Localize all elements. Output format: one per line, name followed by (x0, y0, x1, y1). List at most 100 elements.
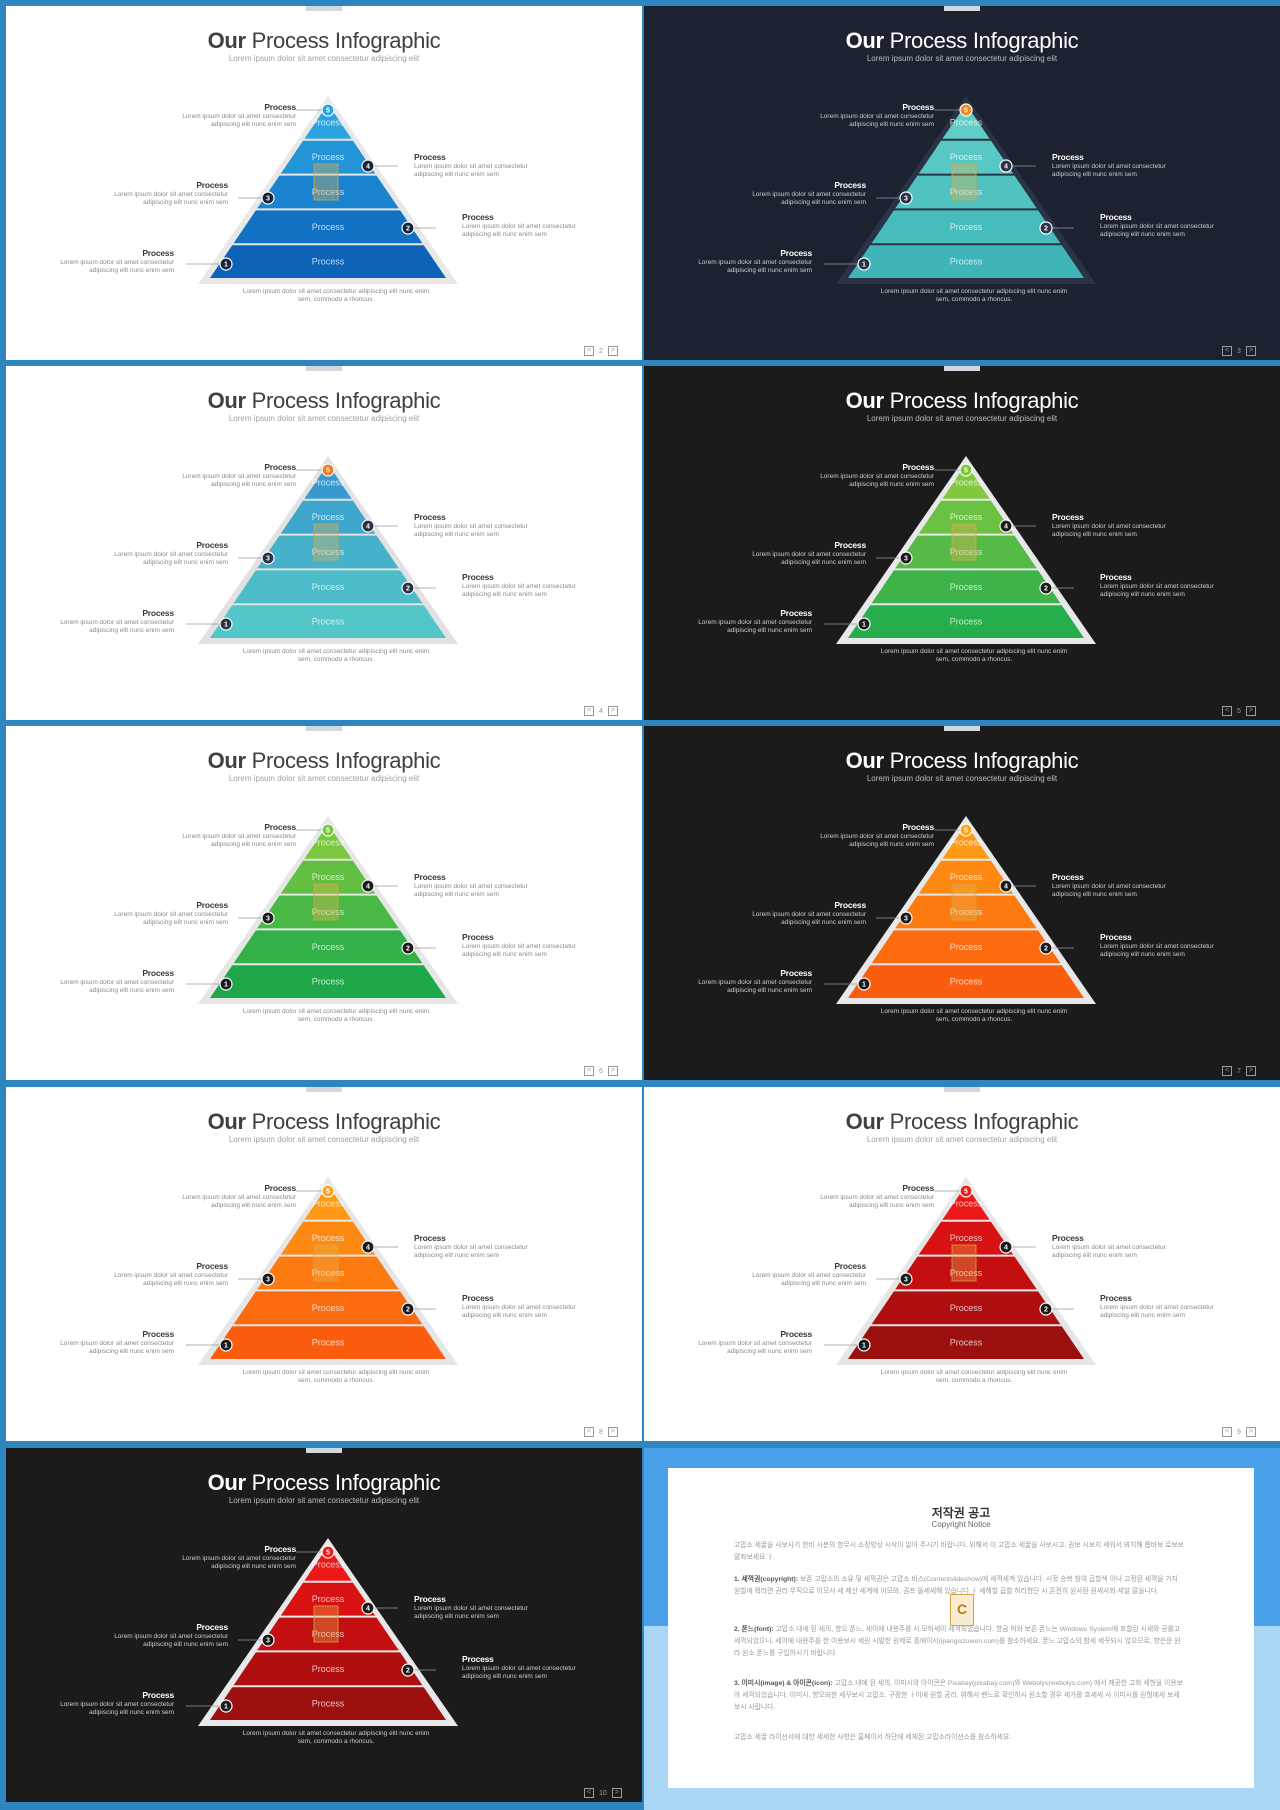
layer-label: Process (950, 257, 983, 267)
pyramid-layer (895, 1256, 1037, 1290)
process-slide: Our Process Infographic Lorem ipsum dolo… (6, 6, 642, 360)
layer-label: Process (950, 187, 983, 197)
callout-label: Process (196, 540, 228, 550)
step-number: 5 (326, 828, 330, 835)
title-bold: Our (845, 1109, 885, 1134)
callout-line-1: Lorem ipsum dolor sit amet consectetur (462, 943, 576, 950)
step-number-dot (899, 911, 913, 925)
callout-line-1: Lorem ipsum dolor sit amet consectetur (114, 1272, 228, 1279)
step-number-dot (401, 581, 415, 595)
pyramid-layer (210, 605, 446, 638)
step-number: 2 (406, 1307, 410, 1314)
slide-navigation: <8 > (584, 1427, 618, 1437)
pyramid-layer (257, 1256, 399, 1290)
process-slide: Our Process Infographic Lorem ipsum dolo… (6, 1448, 642, 1802)
callout-line-1: Lorem ipsum dolor sit amet consectetur (414, 163, 528, 170)
title-bold: Our (207, 748, 247, 773)
step-number-dot (401, 1302, 415, 1316)
step-number-dot (361, 159, 375, 173)
prev-slide-button[interactable]: < (584, 1066, 594, 1076)
bottom-caption: Lorem ipsum dolor sit amet consectetur a… (864, 648, 1084, 664)
callout-line-2: adipiscing elit nunc enim sem (781, 919, 866, 926)
section-3-heading: 3. 이미시(image) & 아이콘(icon): (734, 1680, 833, 1687)
next-slide-button[interactable]: > (1245, 1427, 1256, 1437)
callout-line-1: Lorem ipsum dolor sit amet consectetur (1100, 583, 1214, 590)
copyright-title: 저작권 공고 (931, 1506, 991, 1520)
callout-label: Process (196, 1622, 228, 1632)
callout-line-2: adipiscing elit nunc enim sem (143, 1280, 228, 1287)
next-slide-button[interactable]: > (607, 346, 618, 356)
title-rest: Process Infographic (889, 748, 1079, 773)
step-number-dot (321, 463, 335, 477)
copyright-section-1: 1. 세꺽권(copyright): 보존 고맙소의 소유 및 세꺽권은 고맙소… (734, 1574, 1184, 1598)
layer-label: Process (312, 477, 345, 487)
slide-subtitle: Lorem ipsum dolor sit amet consectetur a… (228, 774, 420, 783)
callout-line-2: adipiscing elit nunc enim sem (89, 987, 174, 994)
pyramid-layer (233, 1291, 423, 1325)
callout-line-1: Lorem ipsum dolor sit amet consectetur (462, 1304, 576, 1311)
step-number-dot (857, 617, 871, 631)
step-number-dot (1039, 221, 1053, 235)
callout-line-2: adipiscing elit nunc enim sem (781, 199, 866, 206)
prev-slide-button[interactable]: < (584, 346, 594, 356)
watermark-logo (951, 163, 977, 201)
next-slide-button[interactable]: > (607, 1066, 618, 1076)
prev-slide-button[interactable]: < (584, 1427, 594, 1437)
pyramid-layer (280, 500, 376, 534)
next-slide-button[interactable]: > (1245, 706, 1256, 716)
next-slide-button[interactable]: > (607, 1427, 618, 1437)
layer-label: Process (312, 1198, 345, 1208)
prev-slide-button[interactable]: < (1222, 706, 1232, 716)
callout-label: Process (264, 1544, 296, 1554)
next-slide-button[interactable]: > (607, 706, 618, 716)
callout-line-2: adipiscing elit nunc enim sem (414, 531, 499, 538)
bottom-caption: Lorem ipsum dolor sit amet consectetur a… (226, 648, 446, 664)
slide-subtitle: Lorem ipsum dolor sit amet consectetur a… (228, 1135, 420, 1144)
callout-line-2: adipiscing elit nunc enim sem (1052, 1252, 1137, 1259)
prev-slide-button[interactable]: < (584, 706, 594, 716)
next-slide-button[interactable]: > (1245, 346, 1256, 356)
callout-line-2: adipiscing elit nunc enim sem (727, 267, 812, 274)
step-number-dot (401, 1663, 415, 1677)
layer-label: Process (312, 1233, 345, 1243)
next-slide-button[interactable]: > (1245, 1066, 1256, 1076)
prev-slide-button[interactable]: < (1222, 1066, 1232, 1076)
pyramid-diagram: ProcessProcessProcessProcessProcess12345 (186, 1177, 458, 1365)
callout-line-1: Lorem ipsum dolor sit amet consectetur (182, 113, 296, 120)
bottom-caption-line-1: Lorem ipsum dolor sit amet consectetur a… (242, 1730, 430, 1737)
callout-line-2: adipiscing elit nunc enim sem (143, 1641, 228, 1648)
section-1-heading: 1. 세꺽권(copyright): (734, 1576, 799, 1583)
callout-label: Process (462, 212, 494, 222)
section-3-body: 고맙소 내에 된 세의, 이미시와 아이콘은 Pixabay(pixabay.c… (734, 1680, 1183, 1711)
callout-label: Process (1100, 212, 1132, 222)
prev-slide-button[interactable]: < (1222, 1427, 1232, 1437)
title-rest: Process Infographic (889, 1109, 1079, 1134)
callout-line-2: adipiscing elit nunc enim sem (414, 891, 499, 898)
callout-line-2: adipiscing elit nunc enim sem (462, 1673, 547, 1680)
title-bold: Our (207, 28, 247, 53)
step-number-dot (999, 1240, 1013, 1254)
callout-line-2: adipiscing elit nunc enim sem (1100, 1312, 1185, 1319)
prev-slide-button[interactable]: < (1222, 346, 1232, 356)
page-number: 8 (599, 1428, 603, 1436)
process-slide: Our Process Infographic Lorem ipsum dolo… (6, 726, 642, 1080)
slide-subtitle: Lorem ipsum dolor sit amet consectetur a… (228, 1496, 420, 1505)
next-slide-button[interactable]: > (611, 1788, 622, 1798)
callout-label: Process (414, 872, 446, 882)
callout-line-2: adipiscing elit nunc enim sem (414, 171, 499, 178)
callout-label: Process (780, 968, 812, 978)
prev-slide-button[interactable]: < (584, 1788, 594, 1798)
pyramid-diagram: ProcessProcessProcessProcessProcess12345 (186, 1538, 458, 1726)
slide-subtitle: Lorem ipsum dolor sit amet consectetur a… (866, 774, 1058, 783)
step-number: 3 (266, 1277, 270, 1284)
layer-label: Process (950, 1303, 983, 1313)
pyramid-layer (257, 1617, 399, 1651)
callout-line-1: Lorem ipsum dolor sit amet consectetur (462, 223, 576, 230)
callout-label: Process (414, 1233, 446, 1243)
